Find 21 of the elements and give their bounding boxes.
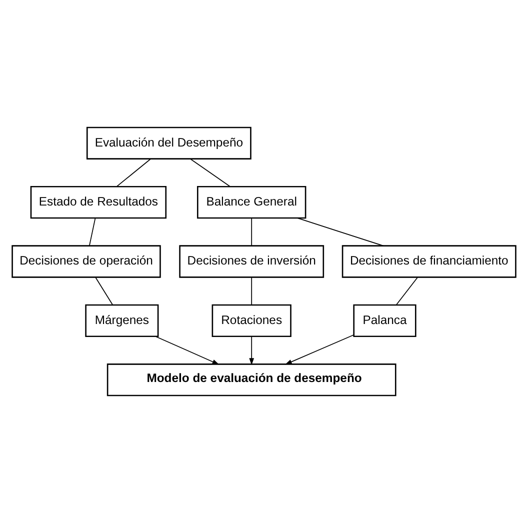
arrow	[155, 336, 220, 365]
arrow	[249, 336, 254, 366]
node-box: Decisiones de operación	[12, 245, 161, 278]
connector	[396, 277, 418, 306]
node-box: Balance General	[197, 186, 306, 219]
node-box: Modelo de evaluación de desempeño	[106, 364, 396, 396]
connector	[297, 218, 384, 246]
node-box: Márgenes	[85, 304, 159, 337]
node-box: Decisiones de financiamiento	[342, 245, 516, 278]
connector	[89, 218, 96, 246]
node-box: Rotaciones	[212, 304, 292, 337]
connector	[116, 158, 151, 187]
node-box: Estado de Resultados	[30, 186, 167, 219]
node-box: Decisiones de inversión	[179, 245, 324, 278]
connector	[251, 218, 252, 246]
node-box: Evaluación del Desempeño	[86, 126, 252, 160]
connector	[95, 277, 113, 306]
node-box: Palanca	[353, 304, 416, 337]
arrow	[284, 334, 354, 365]
connector	[190, 158, 230, 187]
connector	[251, 277, 252, 306]
